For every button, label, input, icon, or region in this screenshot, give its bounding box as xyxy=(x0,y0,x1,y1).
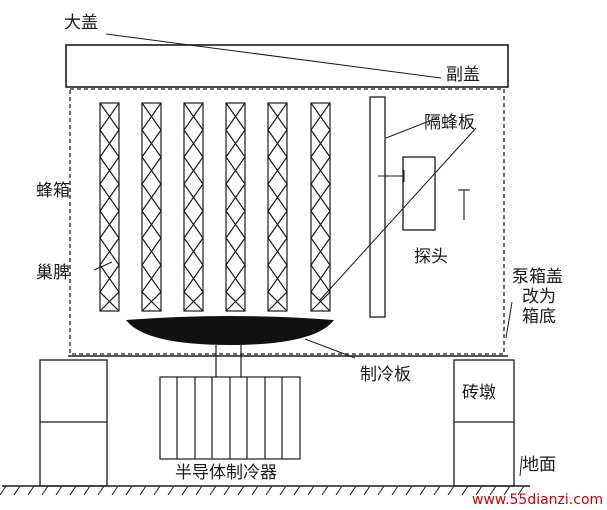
comb-frame-2 xyxy=(141,102,162,312)
label-ground: 地面 xyxy=(522,455,556,475)
comb-frame-5 xyxy=(267,102,288,312)
label-cooling-plate: 制冷板 xyxy=(360,365,411,385)
divider-board xyxy=(369,96,386,318)
comb-frame-6 xyxy=(310,102,331,312)
label-pump-box-cover-3: 箱底 xyxy=(522,307,556,327)
label-comb: 巢脾 xyxy=(36,263,70,283)
label-hive: 蜂箱 xyxy=(36,181,70,201)
label-semiconductor-cooler: 半导体制冷器 xyxy=(175,463,277,483)
label-divider-board: 隔蜂板 xyxy=(424,113,475,133)
label-pump-box-cover-2: 改为 xyxy=(522,287,556,307)
ground xyxy=(0,485,530,496)
label-probe: 探头 xyxy=(414,247,448,267)
label-pump-box-cover-1: 泵箱盖 xyxy=(512,267,563,287)
comb-frame-1 xyxy=(99,102,120,312)
label-brick-pier: 砖墩 xyxy=(462,383,496,403)
leader-lines xyxy=(93,33,523,477)
label-inner-cover: 副盖 xyxy=(446,65,480,85)
hive-body xyxy=(69,88,505,355)
cooling-plate xyxy=(126,316,334,345)
watermark: www.55dianzi.com xyxy=(472,492,603,508)
comb-frame-3 xyxy=(183,102,204,312)
semiconductor-cooler xyxy=(159,376,301,460)
brick-pier-right xyxy=(453,359,515,487)
comb-frames xyxy=(99,102,331,312)
comb-frame-4 xyxy=(225,102,246,312)
brick-pier-left xyxy=(39,359,108,487)
label-outer-lid: 大盖 xyxy=(64,13,98,33)
outer-lid xyxy=(65,44,509,88)
probe xyxy=(402,156,436,231)
